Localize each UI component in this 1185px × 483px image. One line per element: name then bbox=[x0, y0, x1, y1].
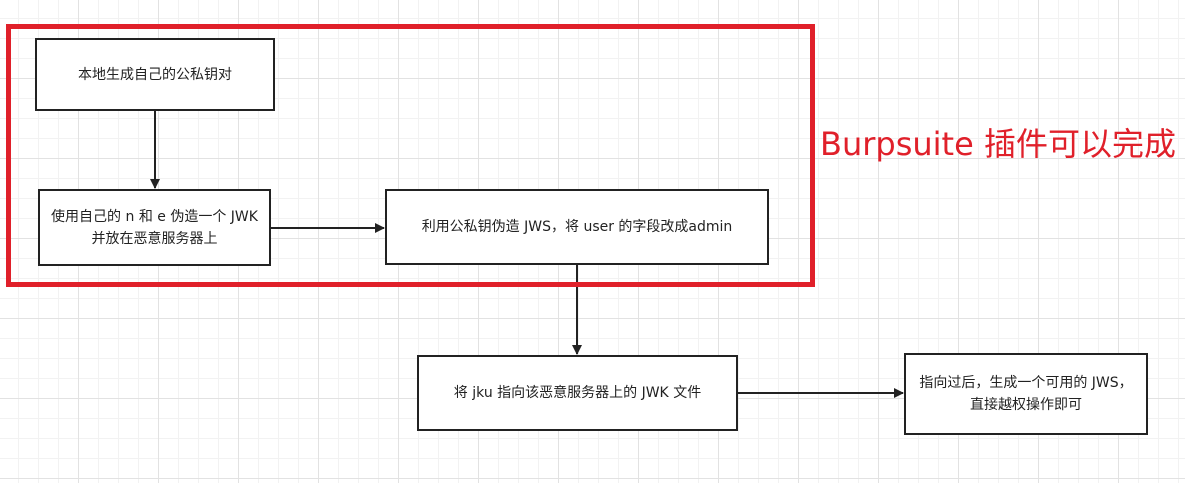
node-forge-jws-label: 利用公私钥伪造 JWS，将 user 的字段改成admin bbox=[421, 219, 733, 235]
burpsuite-group-label: Burpsuite 插件可以完成 bbox=[820, 125, 1176, 163]
node-forge-jwk[interactable]: 使用自己的 n 和 e 伪造一个 JWK 并放在恶意服务器上 bbox=[38, 189, 271, 266]
node-point-jku-label: 将 jku 指向该恶意服务器上的 JWK 文件 bbox=[453, 385, 702, 401]
node-generate-keypair-label: 本地生成自己的公私钥对 bbox=[78, 66, 232, 83]
node-generate-keypair[interactable]: 本地生成自己的公私钥对 bbox=[35, 38, 275, 111]
node-use-jws-label: 指向过后，生成一个可用的 JWS，直接越权操作即可 bbox=[919, 375, 1133, 413]
node-forge-jwk-label: 使用自己的 n 和 e 伪造一个 JWK 并放在恶意服务器上 bbox=[51, 208, 258, 247]
node-point-jku[interactable]: 将 jku 指向该恶意服务器上的 JWK 文件 bbox=[417, 355, 738, 431]
node-forge-jws[interactable]: 利用公私钥伪造 JWS，将 user 的字段改成admin bbox=[385, 189, 769, 265]
burpsuite-group-frame bbox=[6, 24, 815, 287]
node-use-jws[interactable]: 指向过后，生成一个可用的 JWS，直接越权操作即可 bbox=[904, 353, 1148, 435]
